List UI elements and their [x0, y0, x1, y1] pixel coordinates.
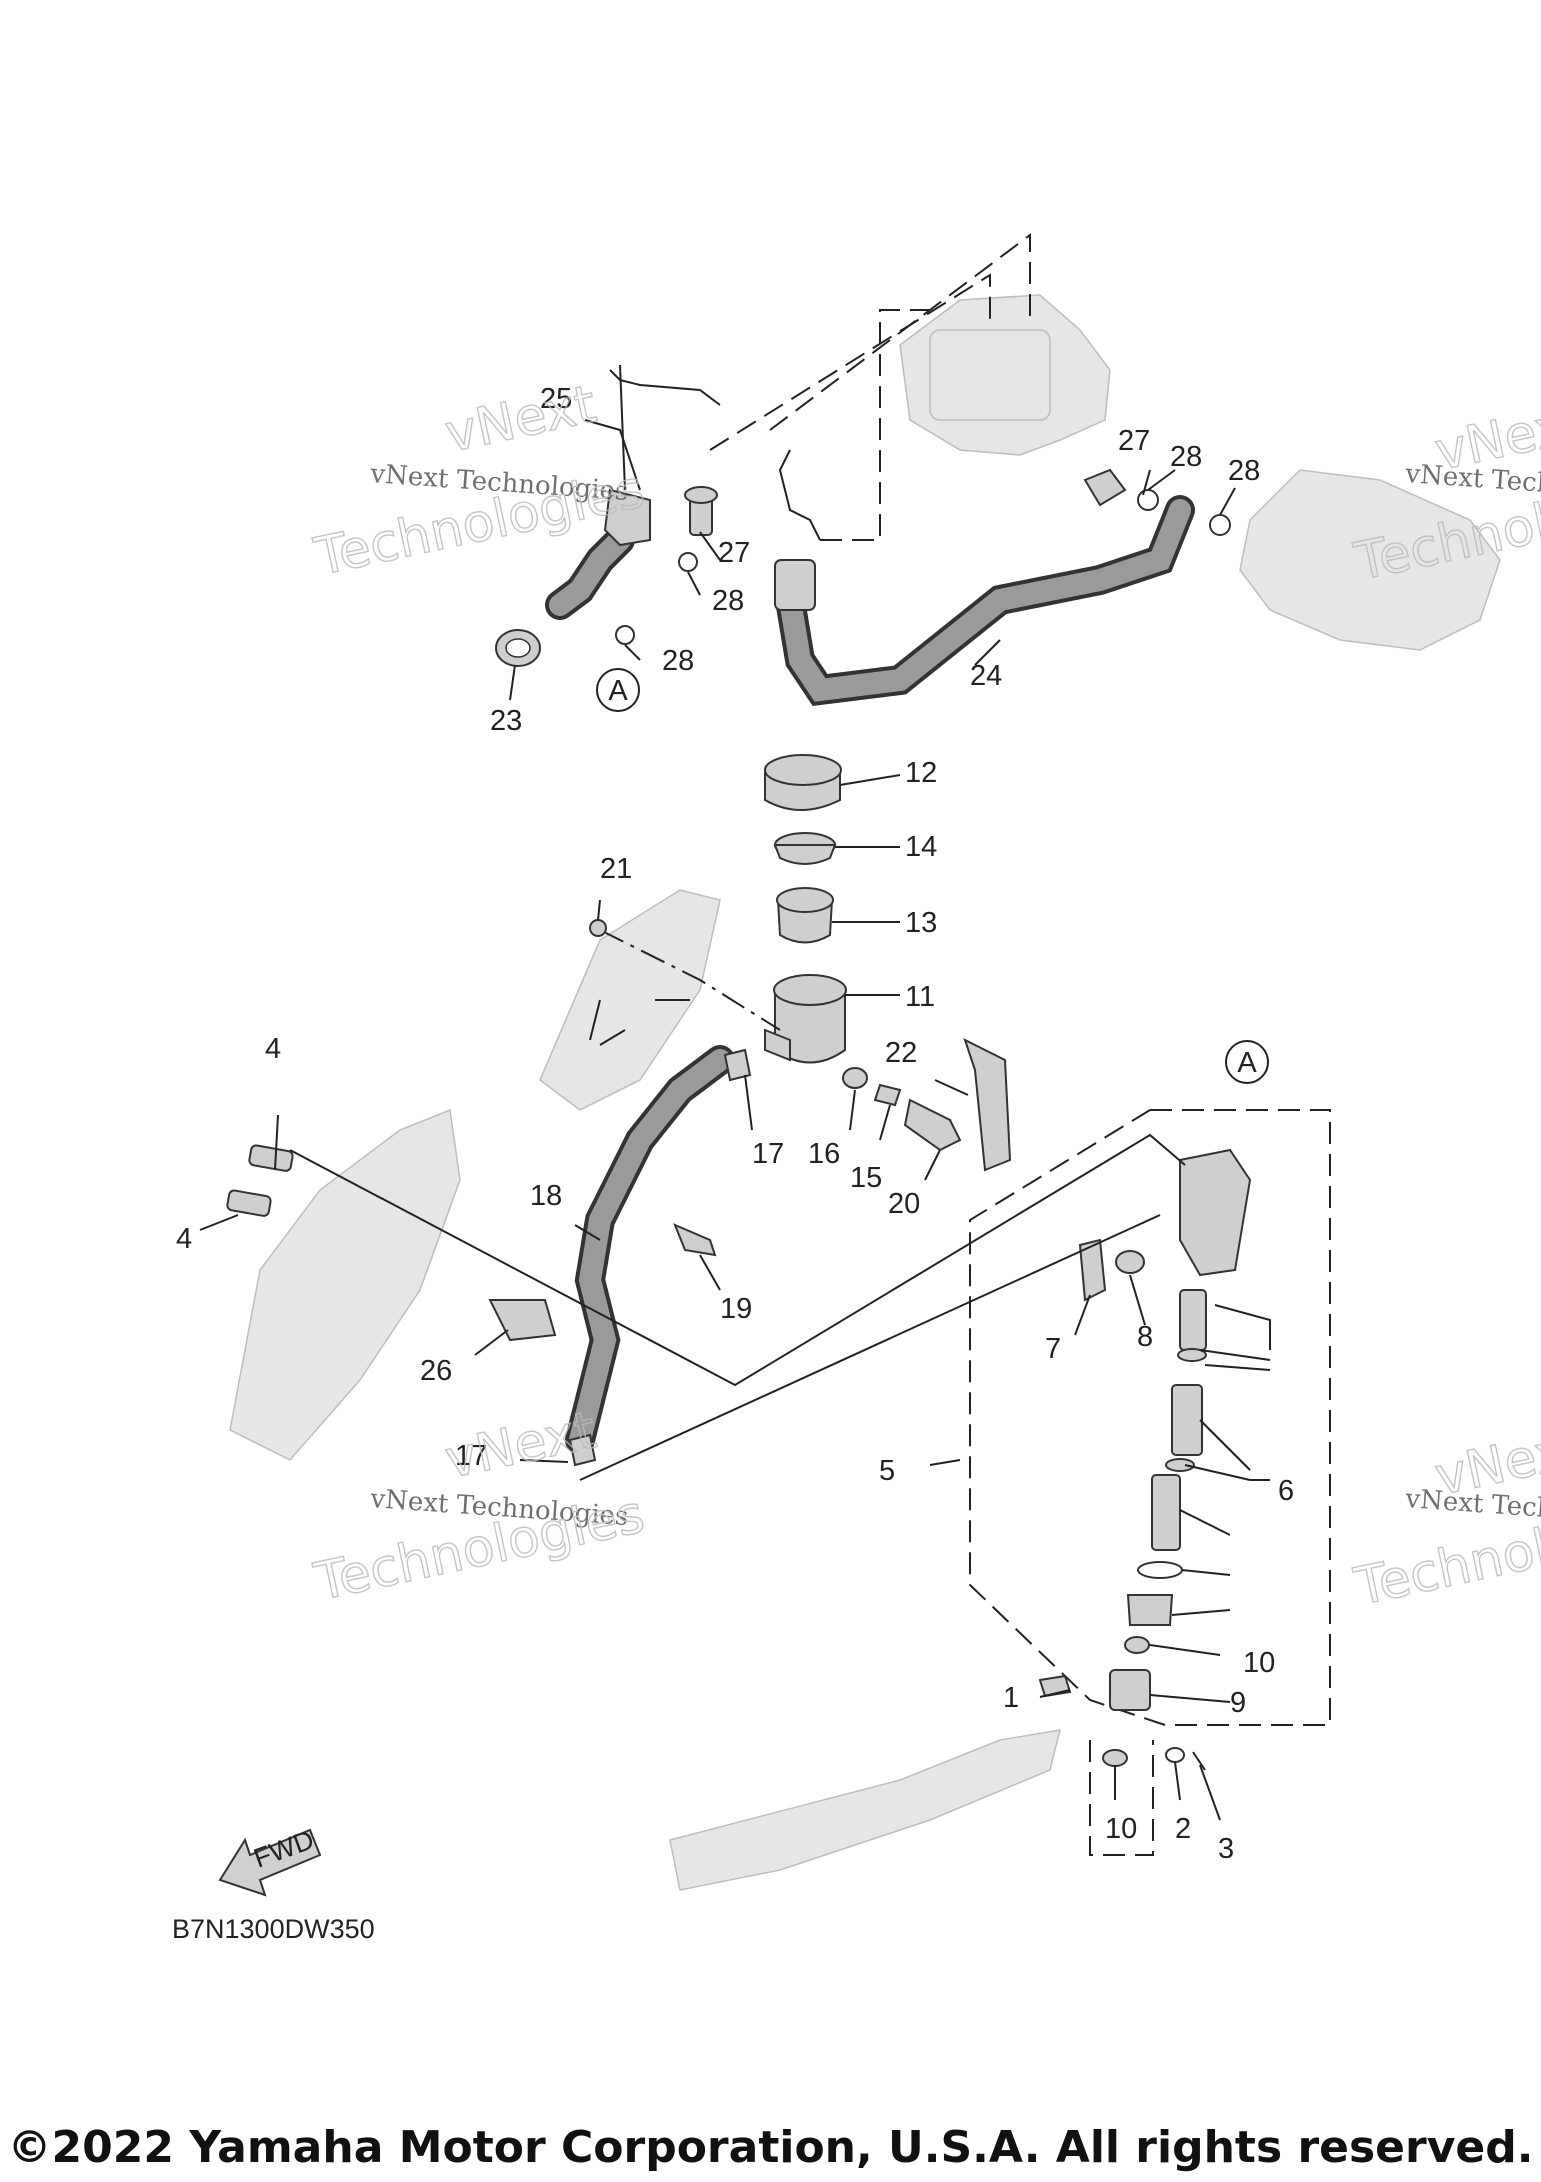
bolt-4a [248, 1144, 294, 1172]
cotter-pin-3 [1192, 1751, 1206, 1771]
callout-15: 15 [850, 1162, 882, 1194]
master-cylinder-kit-boundary [969, 1109, 1331, 1726]
callout-10b: 10 [1105, 1813, 1137, 1845]
nut-10a [1124, 1636, 1150, 1654]
abs-connection-line-3 [820, 309, 930, 541]
bolt-19 [673, 1223, 717, 1257]
reference-marker-a-top: A [596, 668, 640, 712]
callout-14: 14 [905, 831, 937, 863]
callout-20: 20 [888, 1188, 920, 1220]
callout-labels: 1 2 3 4 4 5 6 7 8 9 10 10 11 12 13 14 15… [176, 383, 1294, 1865]
pin-7 [1078, 1238, 1107, 1302]
brake-pipe [609, 369, 821, 541]
diaphragm-plate-14 [773, 832, 837, 865]
piston-kit-6 [1126, 1289, 1207, 1626]
hose-clamp-17 [568, 1048, 752, 1467]
callout-17a: 17 [752, 1138, 784, 1170]
joint-15 [873, 1083, 902, 1107]
callout-28d: 28 [662, 645, 694, 677]
callout-4b: 4 [176, 1223, 192, 1255]
callout-24: 24 [970, 660, 1002, 692]
bracket-20 [903, 1098, 962, 1152]
hose-clamp-23 [495, 629, 541, 667]
watermark-text: vNext [440, 1400, 601, 1490]
reservoir-tank-11 [764, 974, 847, 1064]
washer-2 [1165, 1747, 1185, 1763]
diaphragm-13 [776, 887, 834, 944]
callout-11: 11 [905, 981, 935, 1013]
callout-28a: 28 [1170, 441, 1202, 473]
union-bolt-27b [1083, 468, 1127, 507]
callout-13: 13 [905, 907, 937, 939]
assembly-line-2 [579, 1214, 1161, 1481]
bolt-21 [589, 919, 607, 937]
reservoir-hose-18 [565, 1045, 735, 1455]
bracket-ghost [539, 889, 721, 1111]
callout-27a: 27 [718, 537, 750, 569]
callout-12: 12 [905, 757, 937, 789]
leader-lines [199, 419, 1271, 1821]
callout-25: 25 [540, 383, 572, 415]
callout-16: 16 [808, 1138, 840, 1170]
callout-4a: 4 [265, 1033, 281, 1065]
reservoir-mount-line [599, 929, 781, 1031]
abs-connection-line-2 [709, 273, 991, 451]
callout-17b: 17 [455, 1440, 487, 1472]
brake-hose-24 [774, 495, 1195, 707]
callout-2: 2 [1175, 1813, 1191, 1845]
reference-marker-text: A [1237, 1047, 1257, 1079]
callout-1: 1 [1003, 1682, 1019, 1714]
pin-kit-boundary [1089, 1740, 1154, 1856]
callout-5: 5 [879, 1455, 895, 1487]
callout-10a: 10 [1243, 1647, 1275, 1679]
callout-3: 3 [1218, 1833, 1234, 1865]
hose-joint-16 [842, 1067, 868, 1089]
callout-19: 19 [720, 1293, 752, 1325]
plate-22 [963, 1038, 1012, 1172]
copyright-notice: ©2022 Yamaha Motor Corporation, U.S.A. A… [7, 2122, 1534, 2173]
callout-9: 9 [1230, 1687, 1246, 1719]
brake-pedal-ghost [669, 1729, 1062, 1891]
callout-8: 8 [1137, 1321, 1153, 1353]
rear-caliper-ghost [1239, 469, 1501, 651]
footrest-plate-ghost [229, 1108, 461, 1461]
assembly-line [289, 1133, 1186, 1387]
watermark-text: vNext [440, 374, 601, 464]
callout-6: 6 [1278, 1475, 1294, 1507]
master-cylinder-body [1115, 1148, 1252, 1277]
clamp-26 [488, 1299, 557, 1342]
callout-27b: 27 [1118, 425, 1150, 457]
callout-21: 21 [600, 853, 632, 885]
callout-7: 7 [1045, 1333, 1061, 1365]
fwd-arrow-icon: FWD [218, 1824, 322, 1897]
reference-marker-text: A [608, 675, 628, 707]
joint-9 [1109, 1669, 1151, 1711]
nut-10b [1102, 1749, 1128, 1767]
reservoir-cap-12 [764, 754, 842, 811]
callout-28b: 28 [1228, 455, 1260, 487]
bolt-4b [226, 1189, 272, 1217]
callout-18: 18 [530, 1180, 562, 1212]
callout-28c: 28 [712, 585, 744, 617]
abs-unit-ghost [899, 294, 1111, 456]
callout-26: 26 [420, 1355, 452, 1387]
union-bolt-27a [684, 486, 718, 536]
reference-marker-a-bottom: A [1225, 1040, 1269, 1084]
brake-hose-25 [545, 364, 651, 620]
callout-23: 23 [490, 705, 522, 737]
callout-22: 22 [885, 1037, 917, 1069]
drawing-code: B7N1300DW350 [172, 1914, 375, 1944]
abs-connection-line-1 [769, 233, 1031, 431]
